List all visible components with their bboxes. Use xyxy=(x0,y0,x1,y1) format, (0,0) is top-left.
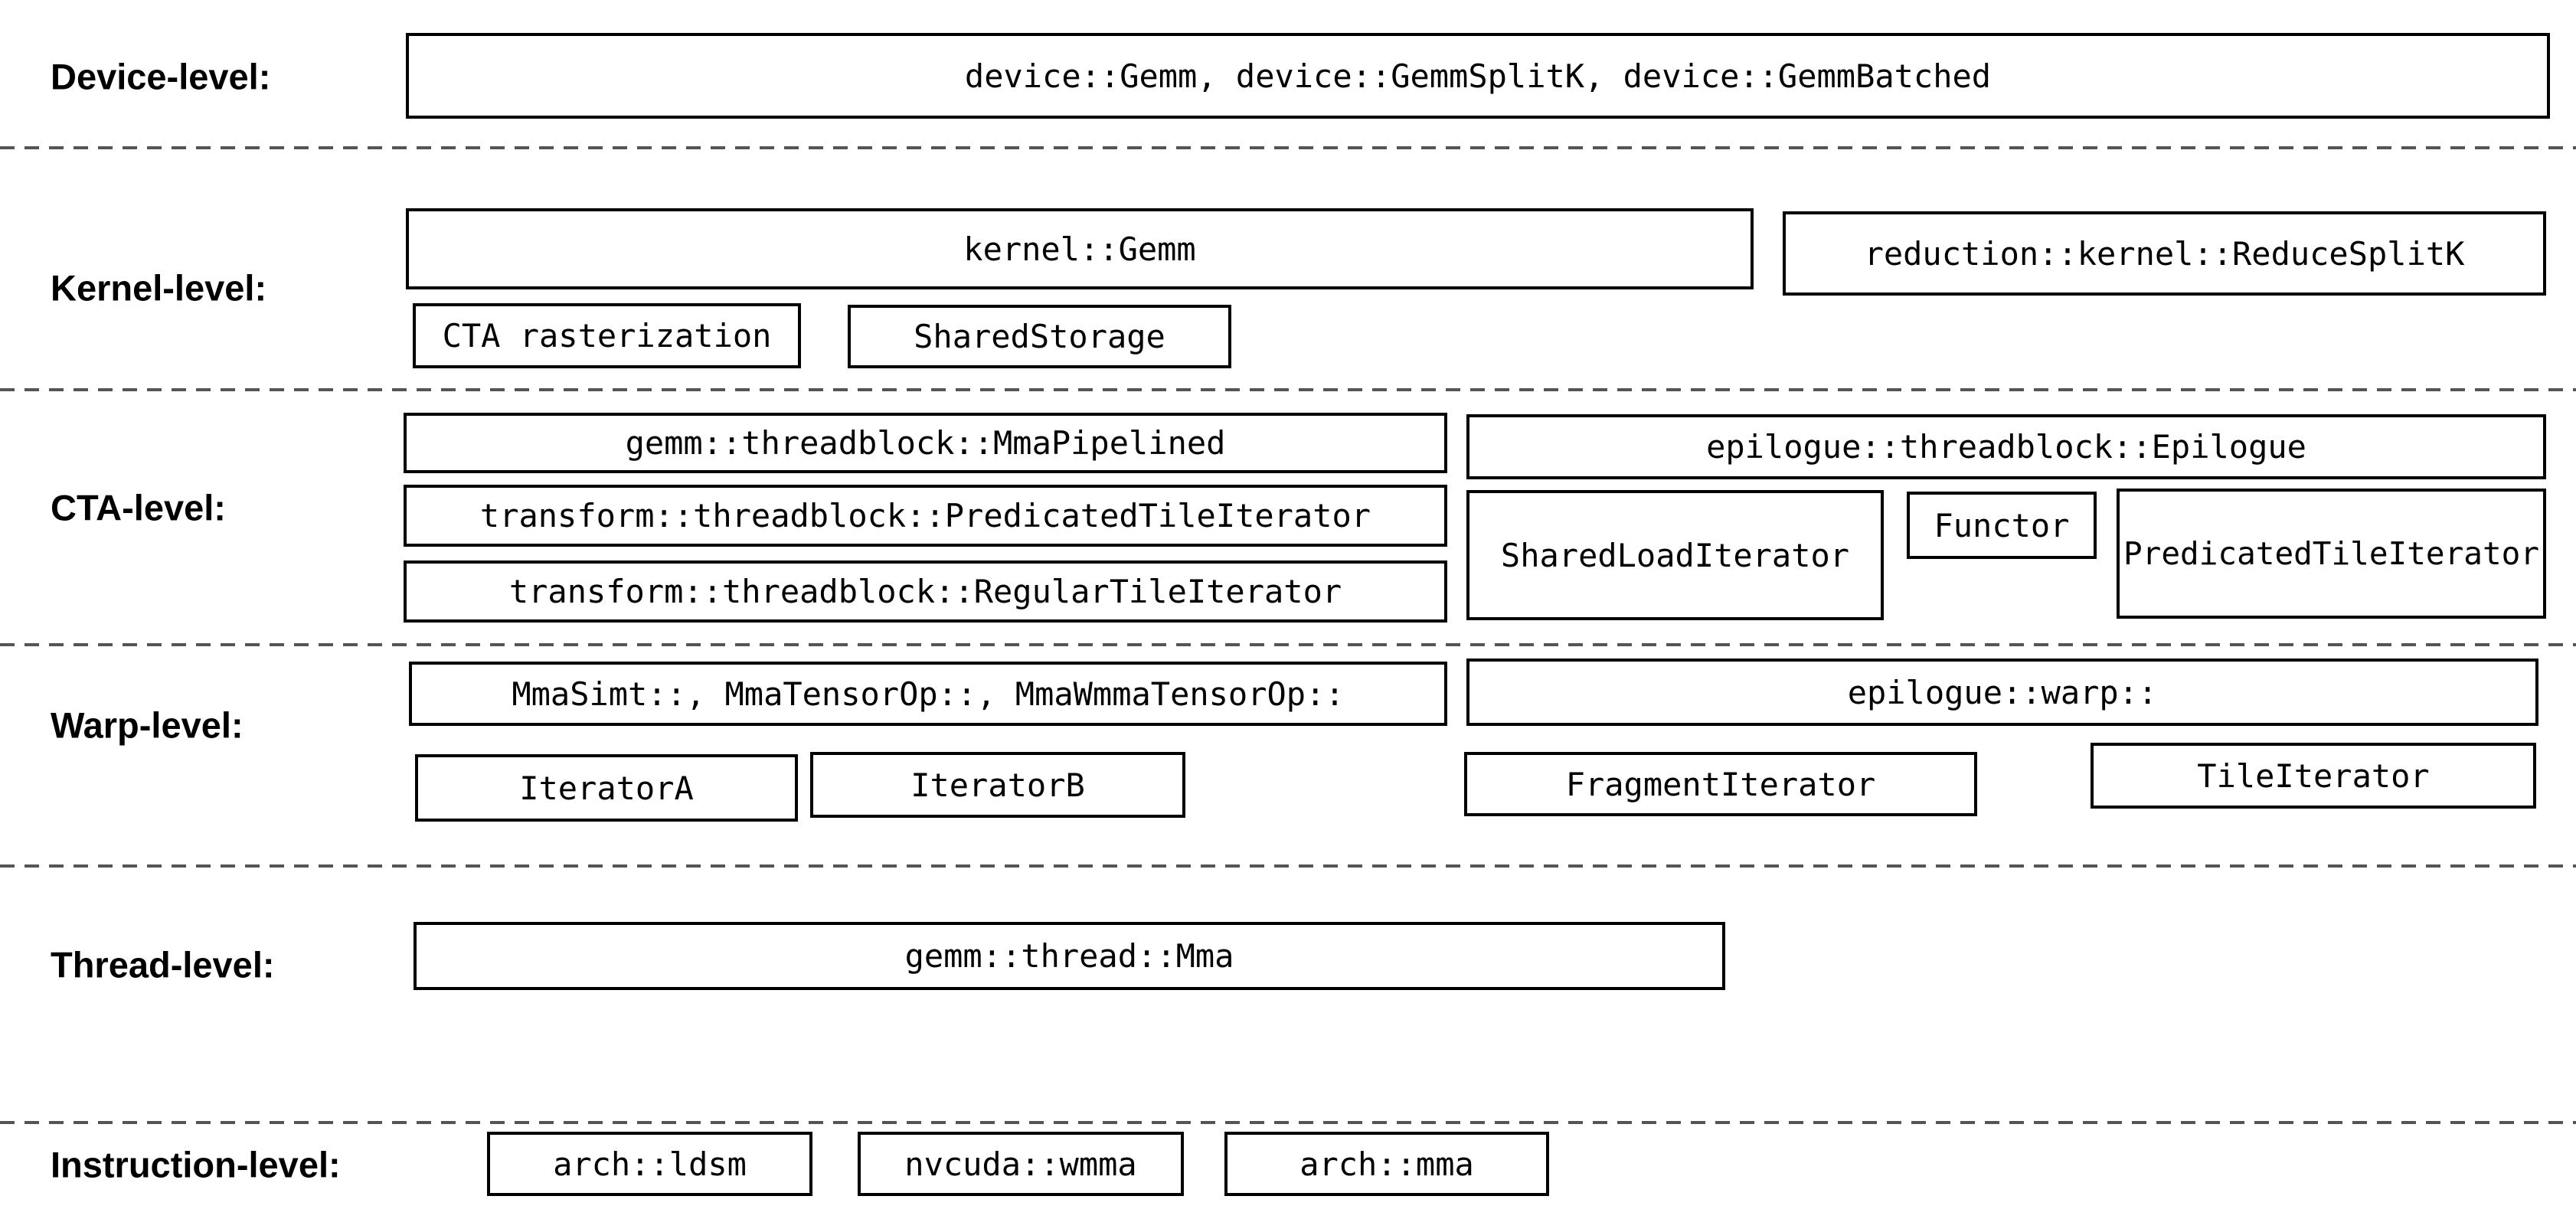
iterator-a-box: IteratorA xyxy=(415,754,798,822)
epilogue-threadblock-box: epilogue::threadblock::Epilogue xyxy=(1466,414,2546,479)
separator-cta-warp xyxy=(0,643,2576,646)
separator-device-kernel xyxy=(0,146,2576,149)
arch-ldsm-box: arch::ldsm xyxy=(487,1132,812,1196)
mma-pipelined-box: gemm::threadblock::MmaPipelined xyxy=(404,413,1447,473)
tile-iterator-box: TileIterator xyxy=(2091,743,2536,809)
thread-level-label: Thread-level: xyxy=(51,944,275,985)
separator-thread-instruction xyxy=(0,1121,2576,1124)
cta-level-label: CTA-level: xyxy=(51,487,226,528)
nvcuda-wmma-box: nvcuda::wmma xyxy=(858,1132,1184,1196)
kernel-gemm-box: kernel::Gemm xyxy=(406,208,1754,289)
iterator-b-box: IteratorB xyxy=(810,752,1185,818)
warp-level-label: Warp-level: xyxy=(51,704,244,746)
cta-rasterization-box: CTA rasterization xyxy=(413,303,801,368)
arch-mma-box: arch::mma xyxy=(1224,1132,1549,1196)
shared-storage-box: SharedStorage xyxy=(848,305,1231,368)
separator-kernel-cta xyxy=(0,388,2576,391)
functor-box: Functor xyxy=(1907,492,2097,559)
device-level-label: Device-level: xyxy=(51,56,271,97)
warp-mma-ops-box: MmaSimt::, MmaTensorOp::, MmaWmmaTensorO… xyxy=(409,662,1447,726)
thread-mma-box: gemm::thread::Mma xyxy=(414,922,1725,990)
fragment-iterator-box: FragmentIterator xyxy=(1464,752,1977,816)
epilogue-warp-box: epilogue::warp:: xyxy=(1466,659,2538,726)
predicated-tile-iterator-box: transform::threadblock::PredicatedTileIt… xyxy=(404,485,1447,547)
reduce-splitk-box: reduction::kernel::ReduceSplitK xyxy=(1783,211,2546,296)
device-gemm-box: device::Gemm, device::GemmSplitK, device… xyxy=(406,33,2550,119)
regular-tile-iterator-box: transform::threadblock::RegularTileItera… xyxy=(404,560,1447,623)
instruction-level-label: Instruction-level: xyxy=(51,1144,341,1185)
epilogue-predicated-tile-iterator-box: PredicatedTileIterator xyxy=(2117,489,2546,619)
kernel-level-label: Kernel-level: xyxy=(51,267,267,309)
shared-load-iterator-box: SharedLoadIterator xyxy=(1466,490,1884,620)
separator-warp-thread xyxy=(0,864,2576,868)
